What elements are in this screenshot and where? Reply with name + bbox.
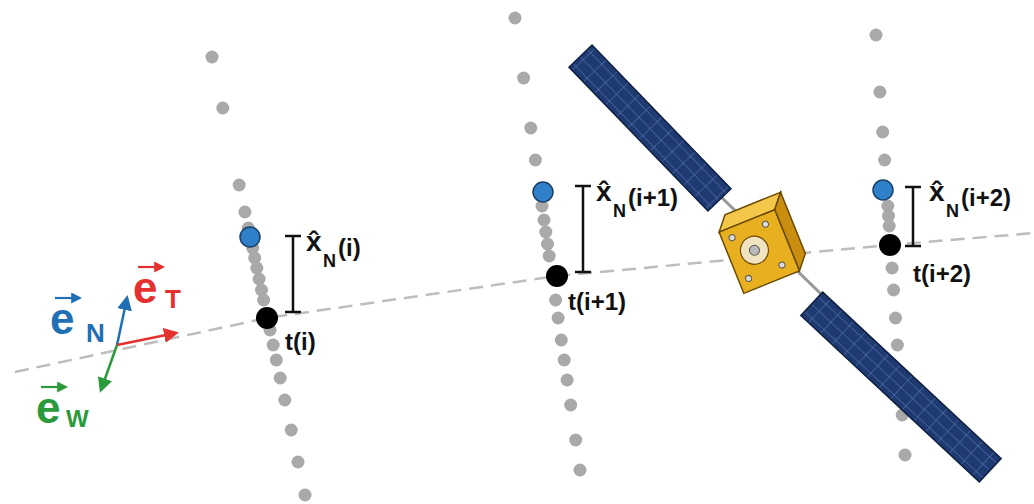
ensemble-dot <box>569 434 582 447</box>
ensemble-dots <box>206 12 912 502</box>
estimate-subscript: N <box>323 252 336 270</box>
epoch-index: (i) <box>338 236 361 260</box>
ensemble-dot <box>238 206 251 219</box>
ensemble-dot <box>886 262 899 275</box>
estimate-symbol: x̂ <box>306 228 322 256</box>
ensemble-dot <box>873 86 886 99</box>
ensemble-dot <box>887 284 900 297</box>
ensemble-dot <box>257 294 270 307</box>
epoch-index: (i+1) <box>628 186 678 210</box>
ensemble-dot <box>524 122 537 135</box>
estimate-symbol: x̂ <box>596 178 612 206</box>
ensemble-dot <box>891 339 904 352</box>
ensemble-dot <box>274 372 287 385</box>
ensemble-dot <box>299 489 312 502</box>
ensemble-dot <box>233 179 246 192</box>
ensemble-dot <box>253 273 266 286</box>
ensemble-dot <box>541 238 554 251</box>
vector-symbol: e <box>50 297 74 341</box>
vector-subscript: W <box>66 407 89 431</box>
ensemble-dot <box>285 424 298 437</box>
ensemble-dot <box>539 226 552 239</box>
ensemble-dot <box>574 464 587 477</box>
ensemble-dot <box>558 354 571 367</box>
ensemble-dot <box>883 220 896 233</box>
ensemble-dot <box>517 72 530 85</box>
ensemble-dot <box>543 250 556 263</box>
estimate-symbol: x̂ <box>929 178 945 206</box>
ensemble-dot <box>267 339 280 352</box>
ensemble-dot <box>270 354 283 367</box>
ensemble-dot <box>216 102 229 115</box>
ensemble-dot <box>889 312 902 325</box>
epoch-label: t(i+1) <box>568 290 626 314</box>
vector-symbol: e <box>36 386 60 430</box>
ensemble-dot <box>870 29 883 42</box>
vector-subscript: N <box>86 320 105 346</box>
frame-axes <box>101 298 176 390</box>
ensemble-dot <box>876 126 889 139</box>
ensemble-dot <box>552 312 565 325</box>
ensemble-dot <box>529 154 542 167</box>
ensemble-dot <box>292 456 305 469</box>
ensemble-dot <box>564 399 577 412</box>
epoch-label: t(i+2) <box>913 262 971 286</box>
ensemble-dot <box>250 262 263 275</box>
ensemble-dot <box>206 51 219 64</box>
vector-subscript: T <box>165 286 181 312</box>
ensemble-dot <box>549 294 562 307</box>
epoch-index: (i+2) <box>961 186 1011 210</box>
ensemble-dot <box>555 334 568 347</box>
ensemble-dot <box>878 154 891 167</box>
vector-arrows <box>41 267 163 387</box>
satellite <box>569 45 1001 482</box>
ensemble-dot <box>278 394 291 407</box>
estimate-subscript: N <box>946 202 959 220</box>
epoch-label: t(i) <box>285 330 316 354</box>
ensemble-dot <box>509 12 522 25</box>
ensemble-dot <box>538 214 551 227</box>
estimate-subscript: N <box>613 202 626 220</box>
vector-symbol: e <box>133 266 157 310</box>
ensemble-dot <box>899 449 912 462</box>
ensemble-dot <box>561 374 574 387</box>
